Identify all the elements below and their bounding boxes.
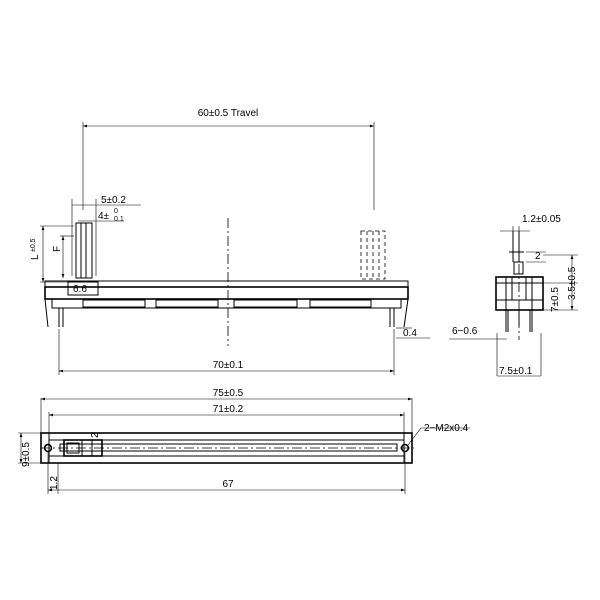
- lever-width-dimension: 5±0.2: [101, 195, 126, 206]
- lever-tip-dimension: 1.2±0.05: [522, 214, 561, 225]
- mount-hole-right: [400, 443, 410, 453]
- side-view: 1.2±0.05 2 3.5±0.5 7±0.5: [449, 214, 578, 377]
- lever-height-label: L: [30, 254, 41, 260]
- slot-offset-dimension: 1.2: [49, 476, 60, 490]
- pins-dimension: 6−0.6: [452, 326, 478, 337]
- lever-tolerance-lower: 0.1: [114, 216, 124, 223]
- travel-dimension: 60±0.5 Travel: [198, 108, 259, 119]
- lever-tolerance-upper: 0: [114, 208, 118, 215]
- top-view: 75±0.5 71±0.2 2 2−M2x0.4 9±0.5: [18, 388, 470, 494]
- mount-hole-left: [43, 443, 53, 453]
- lever-f-label: F: [52, 246, 63, 252]
- side-height-lower-dimension: 7±0.5: [550, 287, 561, 312]
- body-length-dimension: 71±0.2: [213, 404, 244, 415]
- lever-thickness-dimension: 4±: [98, 211, 110, 222]
- pin-pitch-dimension: 70±0.1: [213, 360, 244, 371]
- knob-offset-dimension: 6.6: [73, 284, 87, 295]
- hole-pitch-dimension: 67: [222, 479, 234, 490]
- overall-length-dimension: 75±0.5: [213, 388, 244, 399]
- slot-width-dimension: 2: [90, 432, 101, 438]
- side-width-dimension: 7.5±0.1: [499, 366, 533, 377]
- side-height-upper-dimension: 3.5±0.5: [567, 266, 578, 300]
- overall-width-dimension: 9±0.5: [21, 442, 32, 467]
- lever-height-tolerance: ±0.5: [30, 238, 37, 252]
- mount-holes-dimension: 2−M2x0.4: [424, 423, 469, 434]
- front-view: 60±0.5 Travel 5±0.2 4± 0 0.1 L ±0.5 F: [30, 108, 430, 375]
- lever-stem-dimension: 2: [535, 251, 541, 262]
- terminal-thickness-dimension: 0.4: [403, 328, 417, 339]
